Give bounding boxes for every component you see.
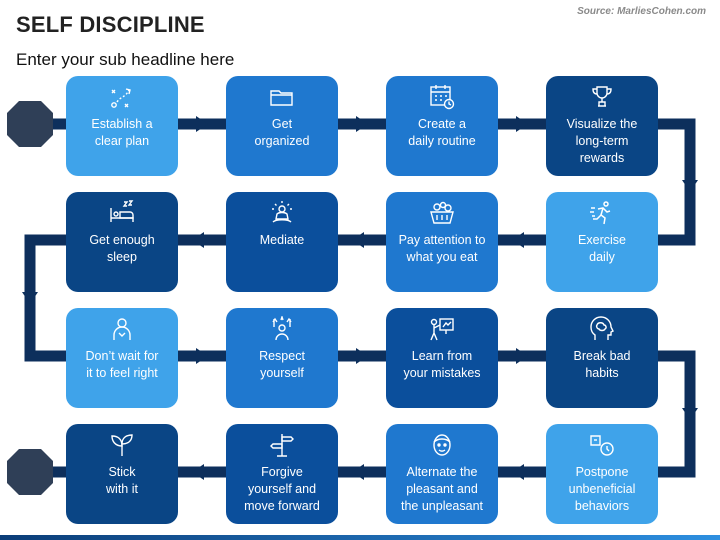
thinking-person-icon [109,316,135,342]
page-title: SELF DISCIPLINE [16,12,205,37]
strategy-icon [109,84,135,110]
arrow-head [22,292,38,304]
step-visualize-rewards: Visualize the long-term rewards [546,76,658,176]
arrow-head [512,464,524,480]
step-label: Don’t wait for it to feel right [85,349,159,380]
step-exercise: Exercise daily [546,192,658,292]
arrow-head [196,116,208,132]
brain-head-icon [589,316,615,342]
step-label: Get enough sleep [89,233,155,264]
arrow-head [516,116,528,132]
bottom-accent-bar [0,535,720,540]
arrow-head [682,408,698,420]
presentation-icon [429,316,455,342]
runner-icon [589,200,615,226]
step-dont-wait: Don’t wait for it to feel right [66,308,178,408]
arrow-head [356,348,368,364]
step-label: Forgive yourself and move forward [244,465,320,513]
step-label: Exercise daily [578,233,626,264]
arrow-head [192,464,204,480]
folder-icon [269,84,295,110]
step-learn-mistakes: Learn from your mistakes [386,308,498,408]
flow-line [24,118,696,478]
step-label: Create a daily routine [408,117,476,148]
signpost-icon [269,432,295,458]
end-octagon [7,449,53,495]
step-label: Visualize the long-term rewards [566,117,638,165]
arrow-head [516,348,528,364]
step-label: Get organized [254,117,310,148]
source-credit: Source: MarliesCohen.com [577,6,706,17]
step-label: Establish a clear plan [91,117,153,148]
step-stick-with-it: Stick with it [66,424,178,524]
face-icon [429,432,455,458]
leaves-icon [109,432,135,458]
step-label: Postpone unbeneficial behaviors [568,465,636,513]
step-label: Mediate [259,233,305,247]
step-label: Learn from your mistakes [403,349,481,380]
arrow-head [682,180,698,192]
step-daily-routine: Create a daily routine [386,76,498,176]
step-postpone-behaviors: Postpone unbeneficial behaviors [546,424,658,524]
meditation-icon [269,200,295,226]
start-octagon [7,101,53,147]
step-label: Stick with it [106,465,138,496]
arrow-head [352,232,364,248]
arrow-head [192,232,204,248]
calendar-clock-icon [429,84,455,110]
bed-icon [109,200,135,226]
clock-hand-icon [589,432,615,458]
step-mediate: Mediate [226,192,338,292]
arrow-head [356,116,368,132]
self-respect-icon [269,316,295,342]
trophy-icon [589,84,615,110]
food-basket-icon [429,200,455,226]
step-label: Break bad habits [573,349,631,380]
step-forgive-yourself: Forgive yourself and move forward [226,424,338,524]
step-respect-yourself: Respect yourself [226,308,338,408]
arrow-head [352,464,364,480]
step-label: Alternate the pleasant and the unpleasan… [400,465,483,513]
step-break-habits: Break bad habits [546,308,658,408]
step-label: Respect yourself [259,349,305,380]
page-subtitle: Enter your sub headline here [16,50,235,69]
step-alternate-pleasant: Alternate the pleasant and the unpleasan… [386,424,498,524]
step-get-organized: Get organized [226,76,338,176]
arrow-head [512,232,524,248]
arrow-head [196,348,208,364]
step-enough-sleep: Get enough sleep [66,192,178,292]
step-label: Pay attention to what you eat [398,233,486,264]
step-what-you-eat: Pay attention to what you eat [386,192,498,292]
step-establish-plan: Establish a clear plan [66,76,178,176]
